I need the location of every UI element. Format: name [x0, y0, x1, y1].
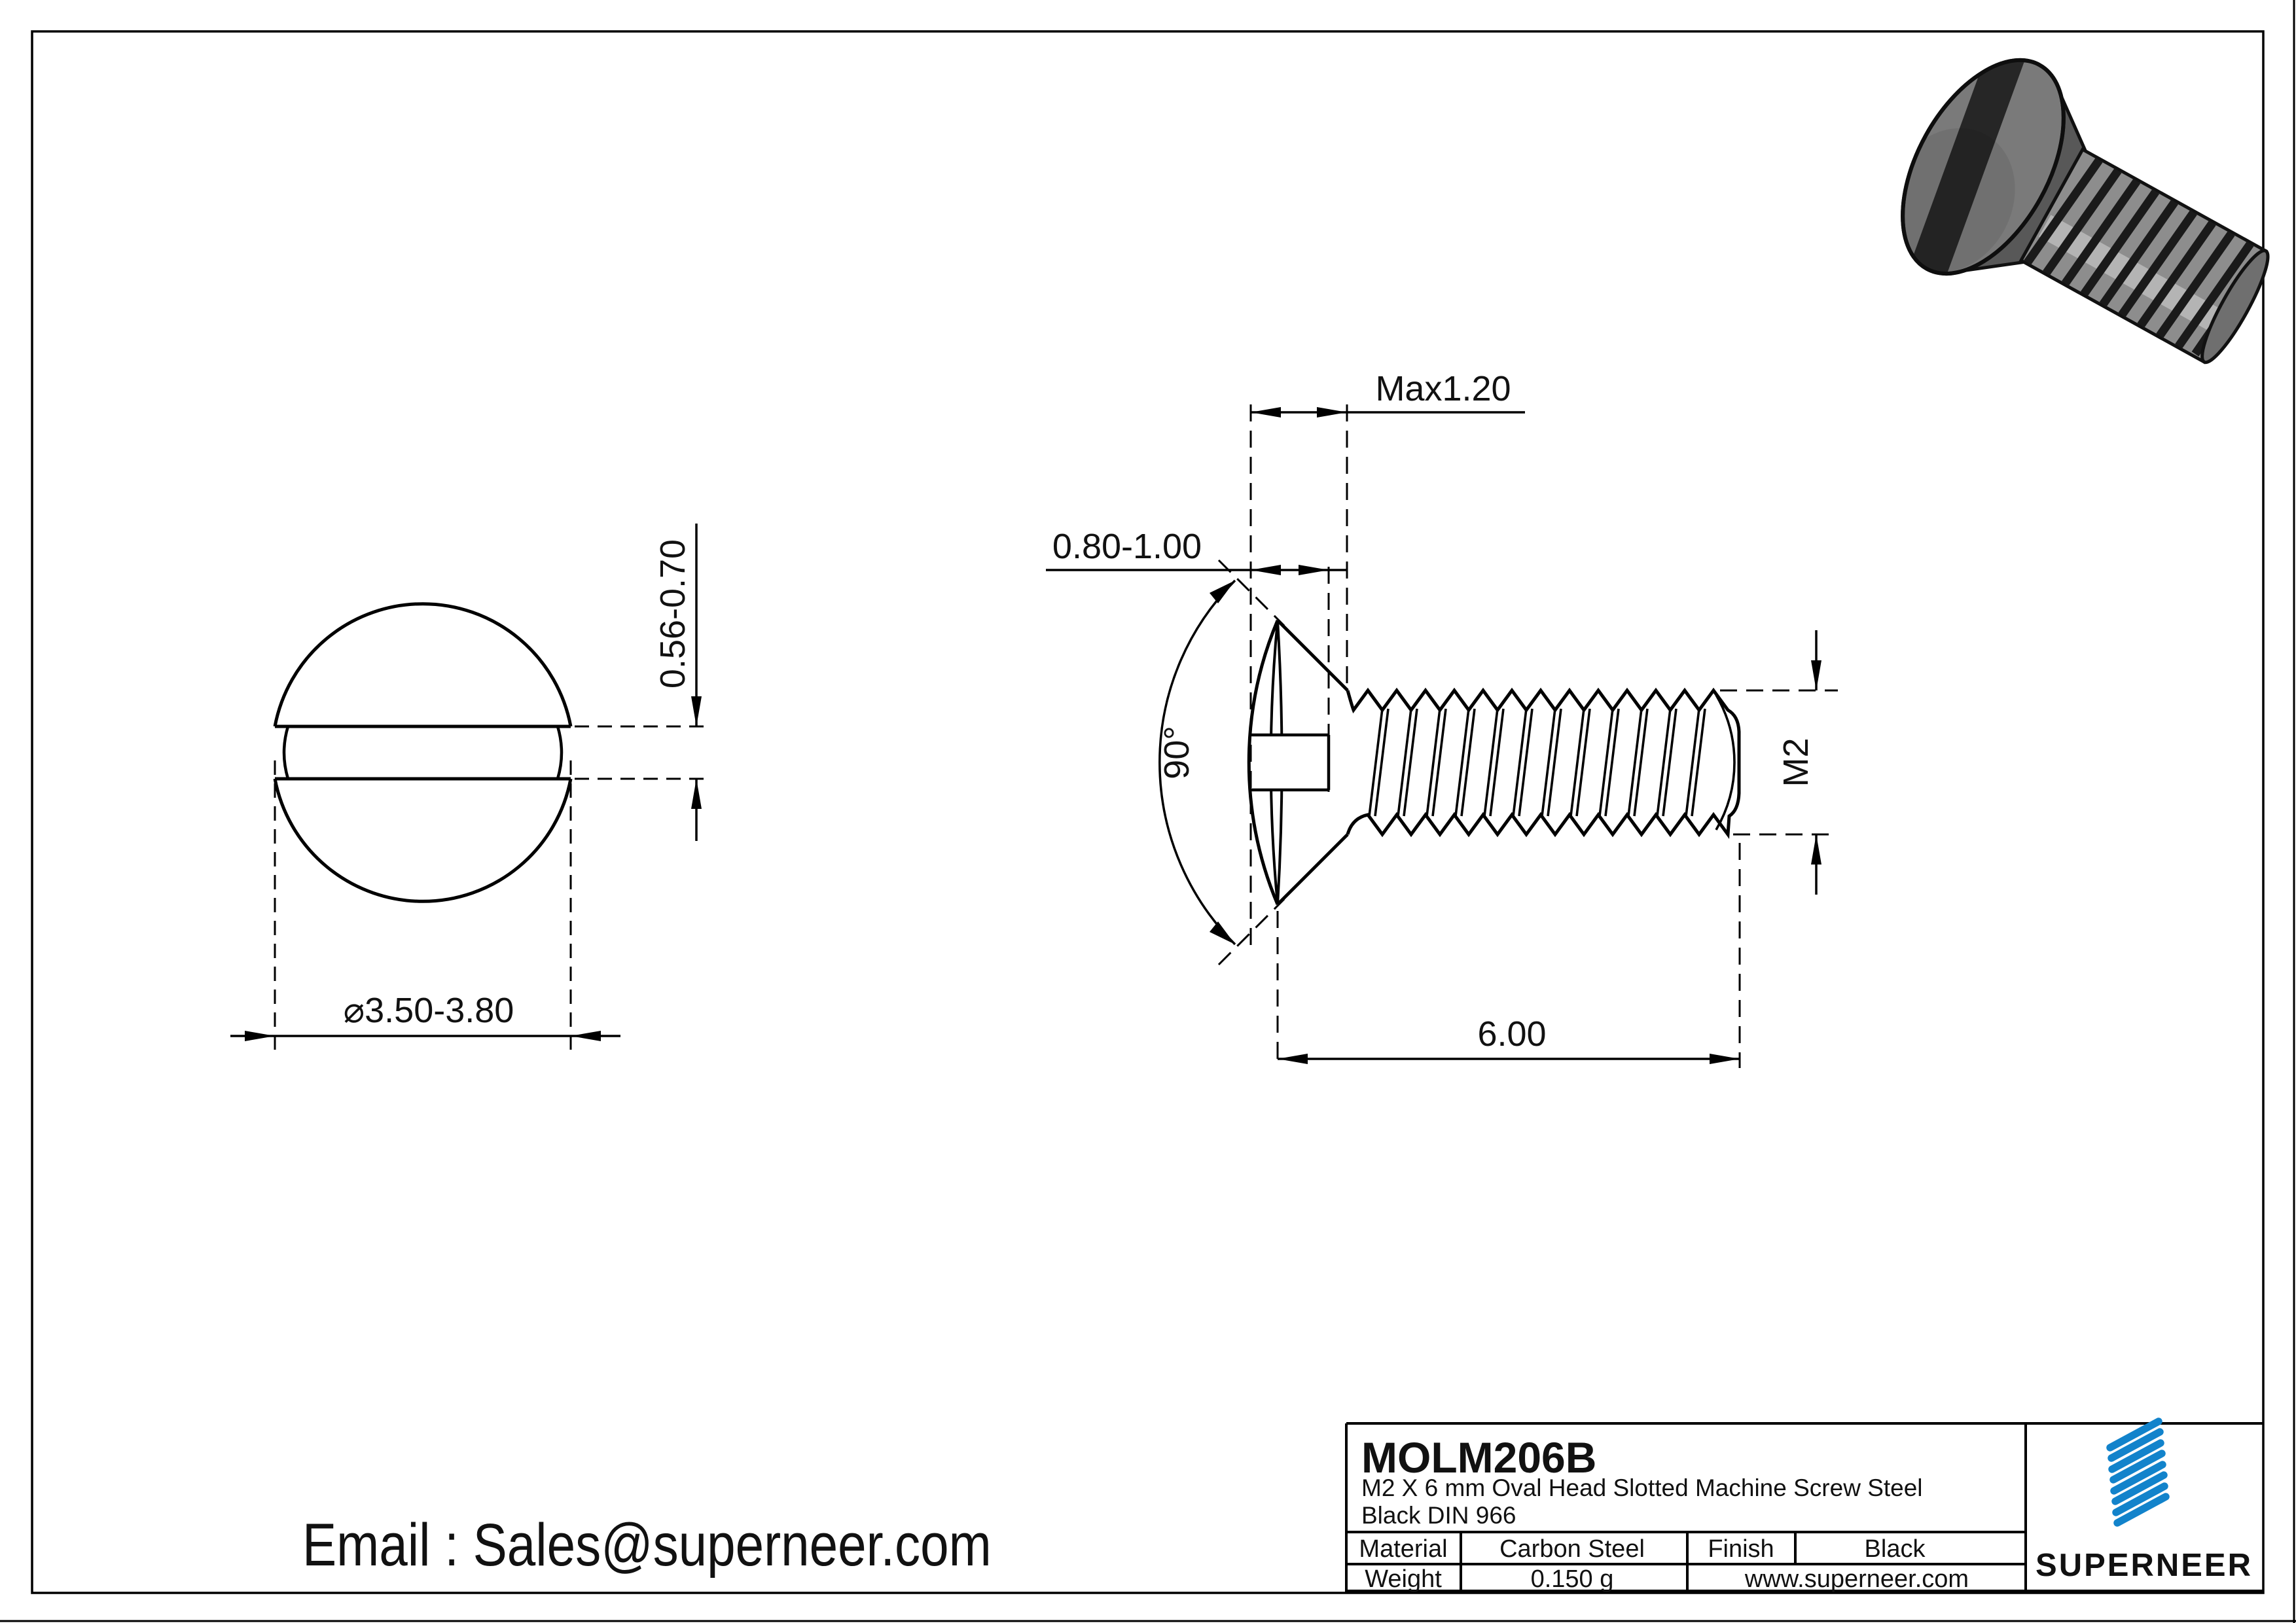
brand-name: SUPERNEER: [2036, 1548, 2253, 1583]
email-line[interactable]: Email : Sales@superneer.com: [302, 1512, 992, 1578]
front-extension-lines: [274, 725, 708, 1056]
page-border: [31, 30, 2265, 1594]
thread-helix-lines: [1368, 708, 1706, 817]
dim-cone-angle: 90°: [1157, 726, 1196, 779]
weight-label: Weight: [1365, 1565, 1442, 1593]
screw-3d-slot: [1884, 37, 2028, 285]
dim-thread: M2: [1776, 738, 1816, 787]
finish-value: Black: [1865, 1535, 1926, 1563]
arrowhead: [691, 779, 702, 809]
slot-notch-mask: [1251, 736, 1327, 789]
website-link[interactable]: www.superneer.com: [1744, 1565, 1969, 1593]
front-upper-dome-arc: [273, 602, 573, 727]
arrowhead: [1299, 565, 1329, 575]
arrowhead: [1811, 834, 1821, 865]
arrowhead: [1210, 580, 1235, 603]
arrowhead: [691, 696, 702, 726]
material-value: Carbon Steel: [1499, 1535, 1645, 1563]
screw-3d: [1884, 37, 2270, 365]
material-label: Material: [1359, 1535, 1447, 1563]
side-view: [1046, 404, 1838, 1068]
part-description-line1: M2 X 6 mm Oval Head Slotted Machine Scre…: [1361, 1474, 1923, 1501]
arrowhead: [1210, 921, 1235, 944]
brand-logo-icon: [2106, 1418, 2170, 1527]
dim-slot-width: 0.56-0.70: [653, 539, 692, 688]
front-slot-right-arc: [556, 726, 564, 779]
arrowhead: [1251, 407, 1281, 418]
front-lower-dome-arc: [273, 778, 573, 903]
front-slot-left-arc: [282, 726, 290, 779]
screw-3d-tip: [2200, 249, 2270, 365]
dim-head-height: Max1.20: [1375, 369, 1511, 408]
dim-length: 6.00: [1477, 1014, 1546, 1054]
side-dome-outer-arc: [1247, 620, 1280, 905]
arrowhead: [1278, 1054, 1308, 1064]
end-chamfer-curve: [1715, 694, 1736, 830]
cone-flank-bottom: [1276, 833, 1349, 906]
finish-label: Finish: [1708, 1535, 1774, 1563]
screw-3d-head-outline: [1901, 58, 2066, 276]
part-code: MOLM206B: [1361, 1433, 1596, 1482]
arrowhead: [1251, 565, 1281, 575]
arrowhead: [571, 1031, 601, 1041]
arrowhead: [1317, 407, 1347, 418]
title-block: [1345, 1422, 2263, 1593]
front-view: [230, 524, 708, 1056]
dim-slot-depth: 0.80-1.00: [1052, 527, 1202, 566]
arrowhead: [1710, 1054, 1740, 1064]
part-description-line2: Black DIN 966: [1361, 1502, 1516, 1529]
weight-value: 0.150 g: [1531, 1565, 1614, 1593]
thread-profile: [1346, 687, 1741, 839]
angle-arc: [1158, 579, 1236, 946]
arrowhead: [245, 1031, 275, 1041]
dim-head-diameter: ⌀3.50-3.80: [344, 991, 514, 1030]
arrowhead: [1811, 660, 1821, 690]
cone-flank-top: [1276, 619, 1349, 692]
